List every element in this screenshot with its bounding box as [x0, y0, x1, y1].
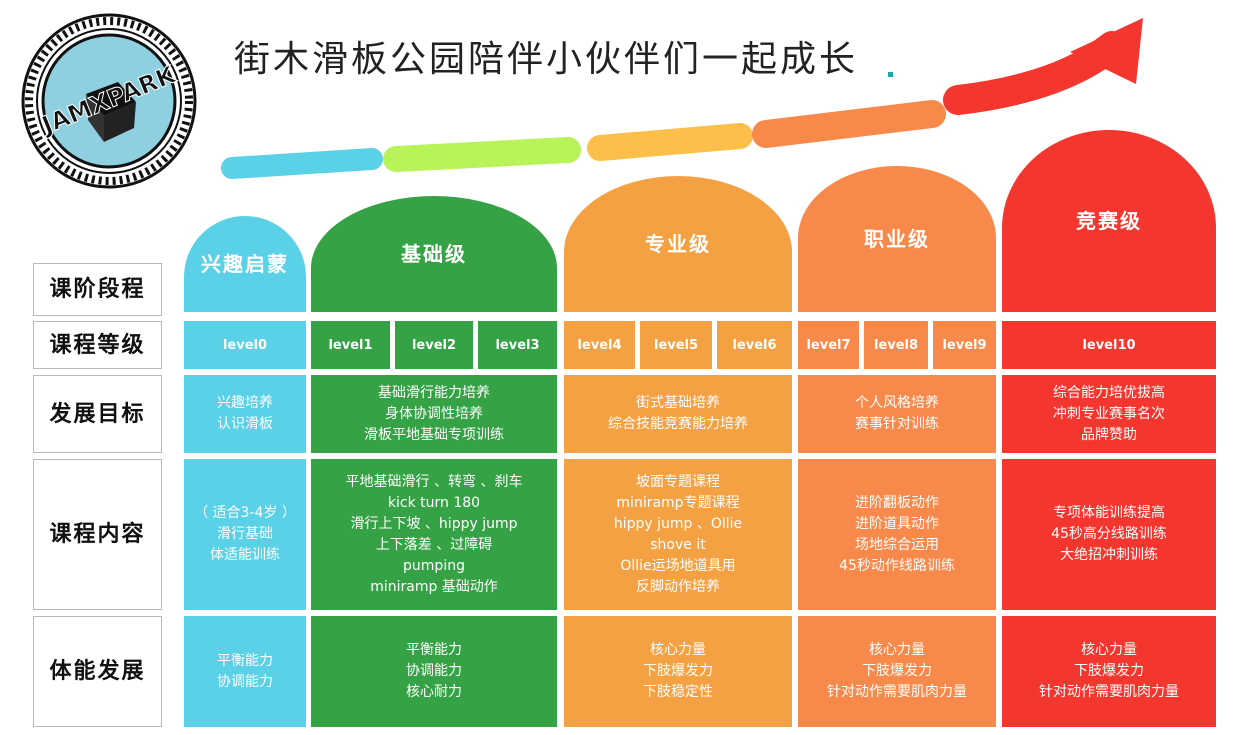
- stage-header-5: 竞赛级: [1002, 130, 1216, 312]
- jamxpark-logo: JAMXPARK: [21, 13, 197, 189]
- content-line: 45秒动作线路训练: [839, 557, 955, 574]
- goal-line: 个人风格培养: [855, 395, 939, 411]
- content-line: Ollie运场地道具用: [620, 557, 736, 574]
- goal-cell-5: 综合能力培优拔高 冲刺专业赛事名次 品牌赞助: [1002, 375, 1216, 453]
- content-cell-4: 进阶翻板动作 进阶道具动作 场地综合运用 45秒动作线路训练: [798, 459, 996, 610]
- goal-cell-1: 兴趣培养 认识滑板: [184, 375, 306, 453]
- row-label-stage: 课阶段程: [33, 263, 162, 316]
- fitness-line: 核心力量: [1081, 642, 1137, 658]
- fitness-line: 核心耐力: [406, 684, 462, 700]
- fitness-line: 平衡能力: [217, 652, 273, 669]
- fitness-line: 核心力量: [650, 642, 706, 658]
- level-badge: level2: [395, 321, 473, 369]
- fitness-cell-4: 核心力量 下肢爆发力 针对动作需要肌肉力量: [798, 616, 996, 727]
- fitness-line: 下肢爆发力: [643, 663, 713, 679]
- fitness-line: 下肢爆发力: [1074, 663, 1144, 679]
- content-line: pumping: [403, 557, 465, 574]
- content-line: 坡面专题课程: [636, 473, 720, 490]
- row-label-content: 课程内容: [33, 459, 162, 610]
- content-line: （ 适合3-4岁 ）: [194, 505, 296, 521]
- goal-cell-2: 基础滑行能力培养 身体协调性培养 滑板平地基础专项训练: [311, 375, 557, 453]
- level-badge: level10: [1002, 321, 1216, 369]
- content-line: shove it: [650, 536, 706, 553]
- goal-line: 综合技能竞赛能力培养: [608, 416, 748, 432]
- fitness-line: 协调能力: [406, 663, 462, 679]
- goal-line: 赛事针对训练: [855, 416, 939, 432]
- fitness-line: 针对动作需要肌肉力量: [827, 684, 967, 700]
- content-line: 反脚动作培养: [636, 578, 720, 595]
- level-badge: level7: [798, 321, 859, 369]
- goal-cell-3: 街式基础培养 综合技能竞赛能力培养: [564, 375, 792, 453]
- content-line: 专项体能训练提高: [1053, 505, 1165, 521]
- goal-line: 认识滑板: [217, 416, 273, 432]
- content-line: 平地基础滑行 、转弯 、刹车: [345, 473, 523, 490]
- fitness-cell-1: 平衡能力 协调能力: [184, 616, 306, 727]
- goal-line: 滑板平地基础专项训练: [364, 426, 504, 443]
- content-line: 进阶翻板动作: [855, 494, 939, 511]
- content-line: miniramp专题课程: [616, 494, 740, 511]
- level-badge: level9: [933, 321, 996, 369]
- page-title: 街木滑板公园陪伴小伙伴们一起成长: [234, 39, 859, 80]
- goal-line: 身体协调性培养: [385, 405, 483, 422]
- fitness-cell-2: 平衡能力 协调能力 核心耐力: [311, 616, 557, 727]
- level-badge: level6: [717, 321, 792, 369]
- level-badge: level0: [184, 321, 306, 369]
- row-label-grade: 课程等级: [33, 321, 162, 369]
- content-line: 进阶道具动作: [855, 515, 939, 532]
- content-line: 体适能训练: [210, 547, 280, 563]
- stage-header-1: 兴趣启蒙: [184, 216, 306, 312]
- level-badge: level5: [640, 321, 712, 369]
- level-badge: level4: [564, 321, 635, 369]
- content-line: 45秒高分线路训练: [1051, 526, 1167, 542]
- fitness-line: 协调能力: [217, 673, 273, 690]
- goal-line: 品牌赞助: [1081, 426, 1137, 443]
- level-badge: level3: [478, 321, 557, 369]
- level-badge: level8: [864, 321, 928, 369]
- content-line: 滑行基础: [217, 526, 273, 542]
- content-line: hippy jump 、Ollie: [613, 515, 743, 532]
- row-label-fitness: 体能发展: [33, 616, 162, 727]
- goal-line: 基础滑行能力培养: [378, 384, 490, 401]
- content-line: 上下落差 、过障碍: [375, 536, 493, 553]
- fitness-line: 针对动作需要肌肉力量: [1039, 684, 1179, 700]
- fitness-line: 下肢稳定性: [643, 684, 713, 700]
- fitness-line: 核心力量: [869, 642, 925, 658]
- level-badge: level1: [311, 321, 390, 369]
- content-line: 场地综合运用: [855, 536, 939, 553]
- fitness-cell-5: 核心力量 下肢爆发力 针对动作需要肌肉力量: [1002, 616, 1216, 727]
- goal-line: 冲刺专业赛事名次: [1053, 405, 1165, 422]
- fitness-line: 下肢爆发力: [862, 663, 932, 679]
- content-line: kick turn 180: [387, 494, 481, 511]
- goal-line: 综合能力培优拔高: [1053, 384, 1165, 401]
- stage-header-4: 职业级: [798, 166, 996, 312]
- content-line: 滑行上下坡 、hippy jump: [350, 515, 518, 532]
- fitness-line: 平衡能力: [406, 642, 462, 658]
- title-dot: [888, 72, 893, 77]
- content-cell-1: （ 适合3-4岁 ） 滑行基础 体适能训练: [184, 459, 306, 610]
- goal-line: 兴趣培养: [217, 395, 273, 411]
- content-cell-2: 平地基础滑行 、转弯 、刹车 kick turn 180 滑行上下坡 、hipp…: [311, 459, 557, 610]
- content-cell-3: 坡面专题课程 miniramp专题课程 hippy jump 、Ollie sh…: [564, 459, 792, 610]
- stage-header-2: 基础级: [311, 196, 557, 312]
- stage-header-3: 专业级: [564, 176, 792, 312]
- row-label-goal: 发展目标: [33, 375, 162, 453]
- content-line: miniramp 基础动作: [370, 578, 498, 595]
- content-line: 大绝招冲刺训练: [1060, 547, 1158, 563]
- goal-line: 街式基础培养: [636, 395, 720, 411]
- fitness-cell-3: 核心力量 下肢爆发力 下肢稳定性: [564, 616, 792, 727]
- goal-cell-4: 个人风格培养 赛事针对训练: [798, 375, 996, 453]
- content-cell-5: 专项体能训练提高 45秒高分线路训练 大绝招冲刺训练: [1002, 459, 1216, 610]
